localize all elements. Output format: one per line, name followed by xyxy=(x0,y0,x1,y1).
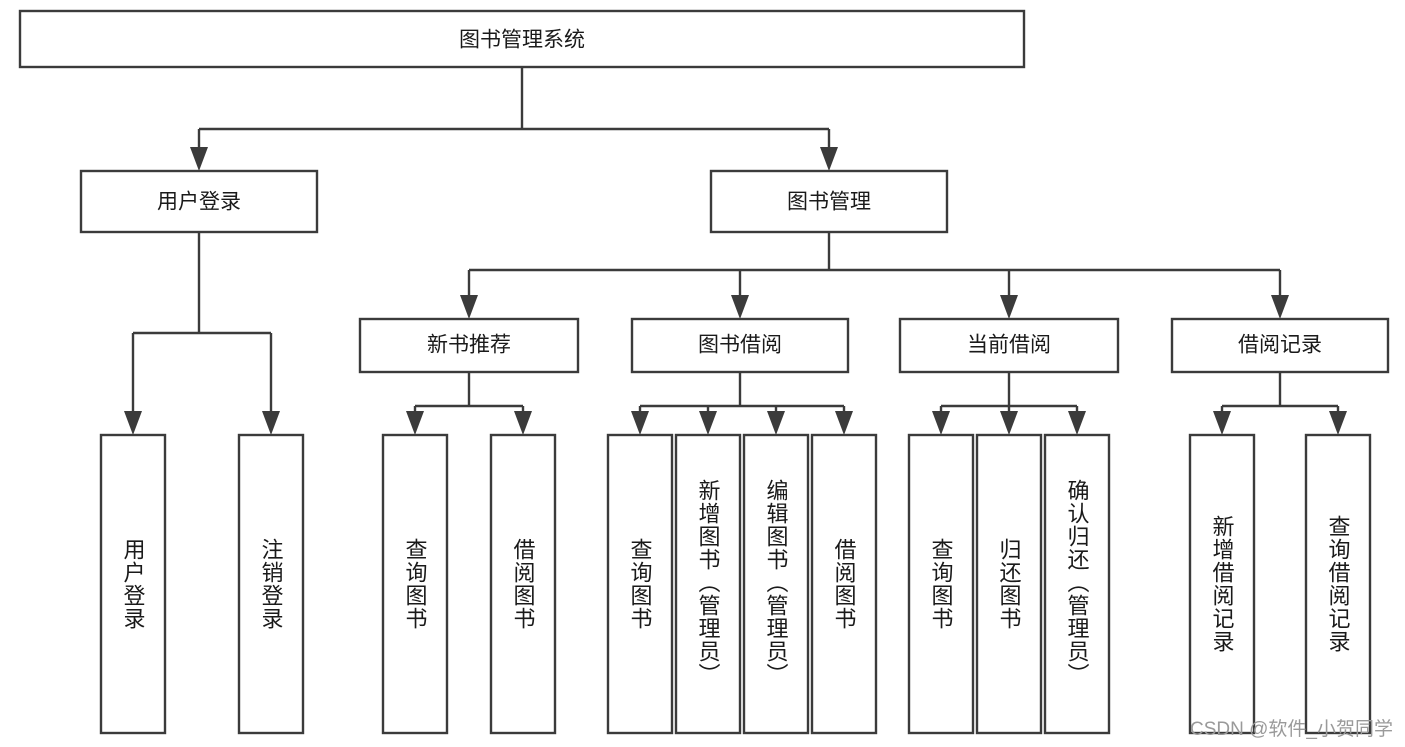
arrow-bb-leaf-0-icon xyxy=(631,411,649,435)
node-current-borrow-label: 当前借阅 xyxy=(967,334,1051,357)
arrow-br-leaf-1-icon xyxy=(1329,411,1347,435)
node-book-borrow-label: 图书借阅 xyxy=(698,334,782,357)
leaf-bb-2-box[interactable] xyxy=(742,433,810,735)
node-root-box[interactable] xyxy=(18,9,1026,69)
arrow-level2-3-icon xyxy=(1271,295,1289,319)
leaf-cb-0-box[interactable] xyxy=(907,433,975,735)
leaf-bb-1-box[interactable] xyxy=(674,433,742,735)
leaf-cb-2-box[interactable] xyxy=(1043,433,1111,735)
arrow-user-login-leaf-1-icon xyxy=(262,411,280,435)
arrow-level1-0-icon xyxy=(190,147,208,171)
leaf-cb-1-box[interactable] xyxy=(975,433,1043,735)
arrow-nbr-leaf-1-icon xyxy=(514,411,532,435)
arrow-bb-leaf-3-icon xyxy=(835,411,853,435)
node-root-label: 图书管理系统 xyxy=(459,29,585,52)
arrow-level2-2-icon xyxy=(1000,295,1018,319)
arrow-level2-0-icon xyxy=(460,295,478,319)
node-book-borrow-box[interactable] xyxy=(630,317,850,374)
arrow-cb-leaf-0-icon xyxy=(932,411,950,435)
node-borrow-record-box[interactable] xyxy=(1170,317,1390,374)
arrow-level1-1-icon xyxy=(820,147,838,171)
leaf-user-login-0-box[interactable] xyxy=(99,433,167,735)
leaf-bb-3-box[interactable] xyxy=(810,433,878,735)
arrow-nbr-leaf-0-icon xyxy=(406,411,424,435)
node-book-manage-label: 图书管理 xyxy=(787,191,871,214)
csdn-watermark: CSDN @软件_小贺同学 xyxy=(1190,719,1393,740)
leaf-user-login-1-box[interactable] xyxy=(237,433,305,735)
node-new-book-recommend-box[interactable] xyxy=(358,317,580,374)
leaf-nbr-1-box[interactable] xyxy=(489,433,557,735)
leaf-nbr-0-box[interactable] xyxy=(381,433,449,735)
node-user-login-label: 用户登录 xyxy=(157,191,241,214)
leaf-br-0-box[interactable] xyxy=(1188,433,1256,735)
leaf-bb-0-box[interactable] xyxy=(606,433,674,735)
node-new-book-recommend-label: 新书推荐 xyxy=(427,334,511,357)
arrow-bb-leaf-1-icon xyxy=(699,411,717,435)
arrow-bb-leaf-2-icon xyxy=(767,411,785,435)
leaf-br-1-box[interactable] xyxy=(1304,433,1372,735)
arrow-cb-leaf-1-icon xyxy=(1000,411,1018,435)
node-borrow-record-label: 借阅记录 xyxy=(1238,334,1322,357)
arrow-level2-1-icon xyxy=(731,295,749,319)
arrow-br-leaf-0-icon xyxy=(1213,411,1231,435)
arrow-cb-leaf-2-icon xyxy=(1068,411,1086,435)
node-book-manage-box[interactable] xyxy=(709,169,949,234)
arrow-user-login-leaf-0-icon xyxy=(124,411,142,435)
node-current-borrow-box[interactable] xyxy=(898,317,1120,374)
